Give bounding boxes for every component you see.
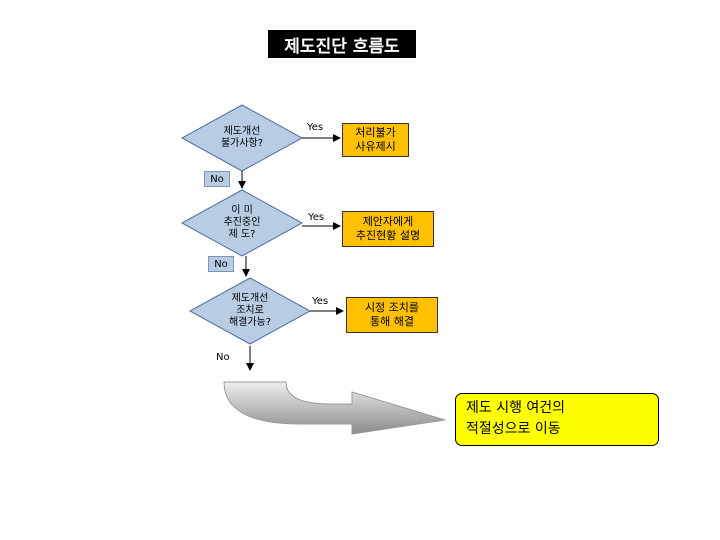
- big-curved-arrow: [223, 381, 446, 435]
- outcome-box-2: 제안자에게 추진현황 설명: [342, 211, 434, 247]
- no-label-3: No: [216, 352, 230, 363]
- decision-diamond-2: [180, 189, 304, 257]
- decision-3-text: 제도개선 조치로 해결가능?: [228, 293, 272, 328]
- outcome-box-1: 처리불가 사유제시: [342, 123, 409, 157]
- page-title: 제도진단 흐름도: [268, 30, 416, 58]
- outcome-box-3: 시정 조치를 통해 해결: [346, 297, 438, 333]
- yes-label-1: Yes: [307, 122, 324, 133]
- decision-1-text: 제도개선 불가사항?: [220, 126, 264, 149]
- decision-2-text: 이 미 추진중인 제 도?: [223, 205, 261, 240]
- yes-label-3: Yes: [312, 296, 329, 307]
- final-box: 제도 시행 여건의 적절성으로 이동: [455, 393, 659, 446]
- yes-label-2: Yes: [308, 212, 325, 223]
- no-badge-2: No: [208, 256, 234, 272]
- decision-diamond-3: [188, 277, 312, 345]
- no-badge-1: No: [204, 171, 230, 187]
